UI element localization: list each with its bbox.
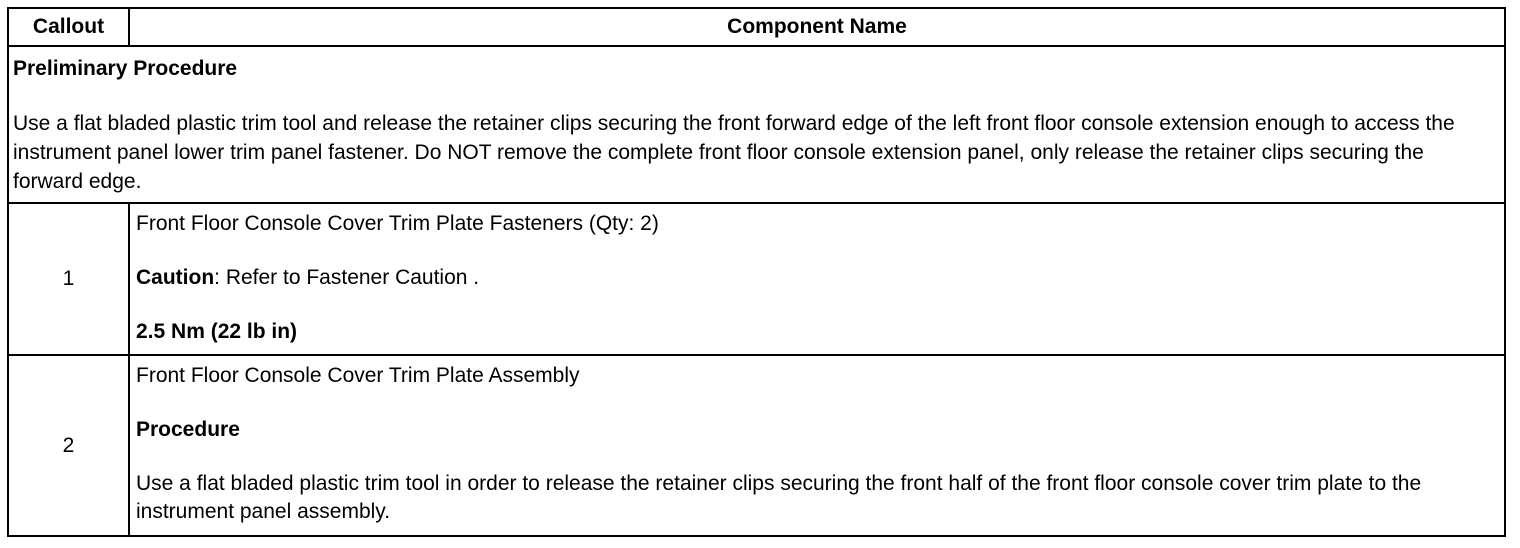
component-description: Front Floor Console Cover Trim Plate Ass… — [128, 354, 1506, 537]
component-name: Front Floor Console Cover Trim Plate Ass… — [136, 364, 580, 387]
torque-spec: 2.5 Nm (22 lb in) — [136, 320, 298, 343]
table-row: 1 Front Floor Console Cover Trim Plate F… — [7, 202, 1506, 356]
preliminary-procedure-text: Use a flat bladed plastic trim tool and … — [13, 112, 1455, 193]
preliminary-procedure-title: Preliminary Procedure — [13, 57, 238, 80]
callout-header: Callout — [7, 7, 130, 47]
component-name: Front Floor Console Cover Trim Plate Fas… — [136, 212, 659, 235]
component-table: Callout Component Name Preliminary Proce… — [7, 7, 1506, 537]
table-row: 2 Front Floor Console Cover Trim Plate A… — [7, 354, 1506, 537]
caution-line: Caution: Refer to Fastener Caution . — [136, 264, 1498, 292]
table-header-row: Callout Component Name — [7, 7, 1506, 47]
component-description: Front Floor Console Cover Trim Plate Fas… — [128, 202, 1506, 356]
component-name-header: Component Name — [128, 7, 1506, 47]
procedure-label: Procedure — [136, 418, 240, 441]
preliminary-procedure-row: Preliminary Procedure Use a flat bladed … — [7, 45, 1506, 204]
caution-label: Caution — [136, 266, 215, 289]
caution-text: : Refer to Fastener Caution . — [214, 266, 480, 289]
callout-number: 2 — [7, 354, 130, 537]
procedure-text: Use a flat bladed plastic trim tool in o… — [136, 472, 1422, 523]
preliminary-procedure-cell: Preliminary Procedure Use a flat bladed … — [7, 45, 1506, 204]
callout-number: 1 — [7, 202, 130, 356]
